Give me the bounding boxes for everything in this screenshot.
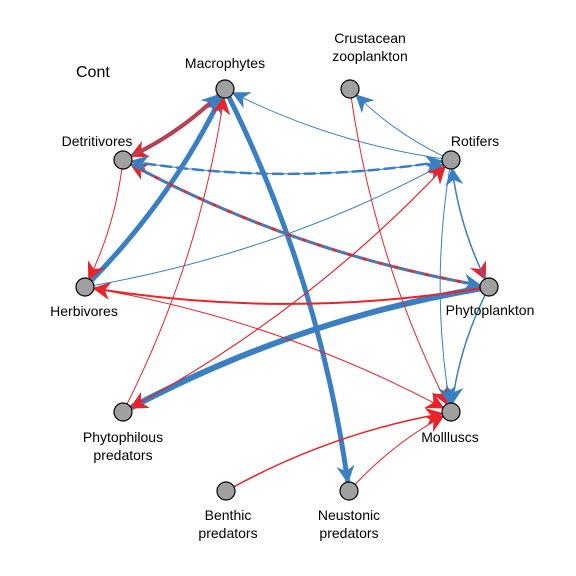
edge-rotifers-to-molluscs [438,168,456,405]
node-label-benthic-line: predators [198,525,257,541]
node-herbivores [75,277,95,297]
node-label-herbivores: Herbivores [50,303,118,319]
edges-layer [87,92,487,488]
node-benthic [216,481,236,501]
node-label-benthic: Benthic predators [198,507,257,541]
node-label-neustonic: Neustonic predators [318,507,380,541]
edge-benthic-to-molluscs [233,407,444,488]
node-label-rotifers: Rotifers [451,133,499,149]
node-rotifers [441,150,461,170]
node-label-crustacean: Crustacean zooplankton [332,30,408,64]
edge-herbivores-to-rotifers [93,163,445,286]
node-phytoplankton [479,277,499,297]
node-label-detritivores-line: Detritivores [62,133,133,149]
node-label-phytoplankton-line: Phytoplankton [446,302,535,318]
node-neustonic [339,481,359,501]
node-label-rotifers-line: Rotifers [451,133,499,149]
node-phytophilous [113,402,133,422]
edge-macrophytes-to-neustonic [226,94,355,484]
node-label-herbivores-line: Herbivores [50,303,118,319]
edge-phytoplankton-to-phytophilous [129,285,484,410]
edge-rotifers-to-macrophytes [231,92,443,160]
edge-rotifers-to-crustacean [355,94,444,157]
node-molluscs [441,402,461,422]
node-label-detritivores: Detritivores [62,133,133,149]
labels-layer: Macrophytes Crustacean zooplanktonRotifers… [50,30,534,541]
node-label-macrophytes-line: Macrophytes [185,55,265,71]
node-label-crustacean-line: Crustacean [334,30,406,46]
edge-phytoplankton-to-rotifers [445,167,486,280]
node-label-phytophilous-line: predators [93,447,152,463]
node-label-phytophilous: Phytophilous predators [83,429,163,463]
node-label-molluscs-line: Mollluscs [421,429,479,445]
node-label-macrophytes: Macrophytes [185,55,265,71]
edge-rotifers-to-phytophilous [129,166,446,409]
edge-phytophilous-to-macrophytes [126,96,231,405]
edge-crustacean-to-molluscs [350,97,448,406]
edge-herbivores-to-macrophytes [88,95,223,284]
node-detritivores [113,150,133,170]
node-label-neustonic-line: Neustonic [318,507,380,523]
edge-rotifers-to-phytoplankton [451,168,487,281]
node-label-phytophilous-line: Phytophilous [83,429,163,445]
node-crustacean [340,79,360,99]
edge-detritivores-to-herbivores [87,168,123,281]
node-label-phytoplankton: Phytoplankton [446,302,535,318]
edge-phytophilous-to-rotifers [130,165,446,409]
edge-detritivores-to-rotifers [131,155,444,175]
edge-detritivores-to-phytoplankton [129,163,482,292]
node-label-neustonic-line: predators [319,525,378,541]
edge-neustonic-to-molluscs [354,415,445,485]
node-macrophytes [215,79,235,99]
edge-phytoplankton-to-detritivores [129,163,482,287]
edge-phytoplankton-to-herbivores [92,282,482,305]
nodes-layer [75,79,499,501]
edge-detritivores-to-macrophytes [130,94,220,157]
node-label-benthic-line: Benthic [205,507,252,523]
edge-herbivores-to-molluscs [93,288,445,409]
node-label-molluscs: Mollluscs [421,429,479,445]
node-label-crustacean-line: zooplankton [332,48,408,64]
diagram-title: Cont [76,64,110,81]
